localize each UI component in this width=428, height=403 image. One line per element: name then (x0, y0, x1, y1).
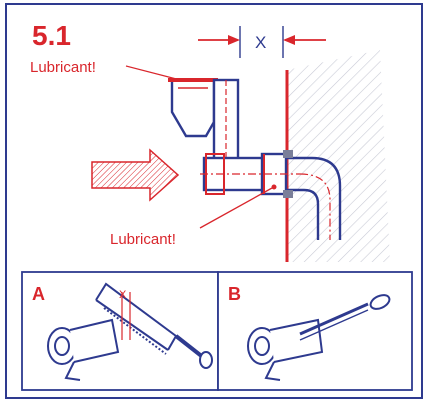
panel-a-dimension-label: X (119, 289, 127, 301)
panel-b-illustration (247, 294, 391, 381)
lubricant-callout-top: Lubricant! (30, 59, 96, 76)
lubricant-leader-bottom (199, 187, 273, 229)
panel-a-illustration (47, 282, 213, 381)
panel-b-label: B (228, 284, 241, 304)
insertion-arrow (91, 148, 180, 202)
wall (285, 50, 390, 262)
dimension-x-label: X (255, 33, 266, 52)
panel-a-label: A (32, 284, 45, 304)
dimension-x: X (198, 26, 326, 58)
siphon-assembly (168, 78, 342, 240)
step-number: 5.1 (32, 20, 71, 51)
lubricant-callout-bottom: Lubricant! (110, 231, 176, 248)
